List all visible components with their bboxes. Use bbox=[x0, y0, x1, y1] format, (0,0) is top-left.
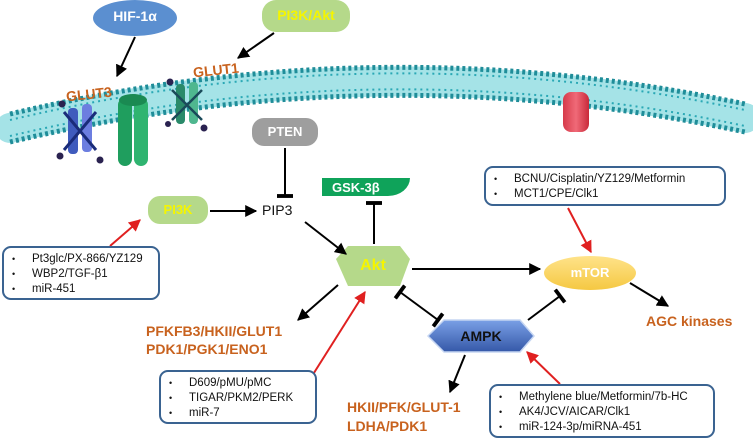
mtor-box-item-2: MCT1/CPE/Clk1 bbox=[494, 187, 716, 202]
ampk-targets-line-1: HKII/PFK/GLUT-1 bbox=[347, 399, 461, 415]
hif1a-label: HIF-1α bbox=[113, 8, 157, 24]
ampk-box-item-3: miR-124-3p/miRNA-451 bbox=[499, 420, 705, 435]
arrow-mtor-agc bbox=[629, 282, 670, 307]
akt-targets-line-1: PFKFB3/HKII/GLUT1 bbox=[146, 323, 283, 339]
pi3k-box-item-1: Pt3glc/PX-866/YZ129 bbox=[12, 252, 150, 267]
mtor-box-item-1: BCNU/Cisplatin/YZ129/Metformin bbox=[494, 172, 716, 187]
membrane-protein-green-icon bbox=[118, 94, 148, 166]
hif1a-node bbox=[93, 0, 177, 36]
pi3k-inhibitor-box: Pt3glc/PX-866/YZ129 WBP2/TGF-β1 miR-451 bbox=[2, 246, 160, 300]
akt-inhibitor-box: D609/pMU/pMC TIGAR/PKM2/PERK miR-7 bbox=[159, 370, 317, 424]
red-arrow-box-pi3k bbox=[109, 219, 141, 247]
pi3k-node bbox=[148, 196, 208, 224]
membrane-channel-red-icon bbox=[563, 92, 589, 132]
ampk-box-item-2: AK4/JCV/AICAR/Clk1 bbox=[499, 405, 705, 420]
pten-label: PTEN bbox=[267, 124, 303, 139]
ampk-modulator-box: Methylene blue/Metformin/7b-HC AK4/JCV/A… bbox=[489, 384, 715, 438]
akt-node bbox=[336, 246, 410, 286]
pi3k-akt-node bbox=[262, 0, 350, 32]
mtor-node bbox=[544, 256, 636, 290]
arrow-pip3-akt bbox=[304, 221, 347, 255]
akt-label: Akt bbox=[360, 257, 386, 274]
pten-node bbox=[252, 118, 318, 146]
pi3k-box-item-2: WBP2/TGF-β1 bbox=[12, 267, 150, 282]
ampk-box-item-1: Methylene blue/Metformin/7b-HC bbox=[499, 390, 705, 405]
ampk-label: AMPK bbox=[460, 328, 502, 344]
pi3k-akt-label: PI3K/Akt bbox=[277, 7, 335, 23]
gsk3b-node bbox=[322, 178, 410, 196]
pi3k-box-item-3: miR-451 bbox=[12, 282, 150, 297]
mtor-label: mTOR bbox=[570, 265, 610, 280]
arrow-pi3kakt-glut1 bbox=[237, 32, 275, 59]
akt-box-item-3: miR-7 bbox=[169, 406, 307, 421]
ampk-targets-line-2: LDHA/PDK1 bbox=[347, 418, 428, 434]
pip3-label: PIP3 bbox=[262, 202, 293, 218]
pi3k-label: PI3K bbox=[163, 202, 193, 217]
akt-box-item-2: TIGAR/PKM2/PERK bbox=[169, 391, 307, 406]
ampk-targets: HKII/PFK/GLUT-1 LDHA/PDK1 bbox=[347, 398, 461, 436]
mtor-inhibitor-box: BCNU/Cisplatin/YZ129/Metformin MCT1/CPE/… bbox=[484, 166, 726, 206]
red-arrow-box-akt bbox=[311, 290, 366, 377]
mutual-inhibit-akt-ampk bbox=[393, 284, 445, 328]
arrow-ampk-glycolysis-targets bbox=[448, 354, 466, 394]
akt-box-item-1: D609/pMU/pMC bbox=[169, 376, 307, 391]
agc-kinases-label: AGC kinases bbox=[646, 313, 733, 329]
glut1-transporter-icon bbox=[165, 78, 208, 132]
glut3-transporter-icon bbox=[56, 100, 104, 164]
akt-targets-line-2: PDK1/PGK1/ENO1 bbox=[146, 341, 268, 357]
arrow-hif1a-glut3 bbox=[116, 36, 136, 78]
red-arrow-box-mtor bbox=[567, 207, 592, 254]
red-arrow-box-ampk bbox=[526, 351, 561, 385]
cell-membrane bbox=[0, 64, 753, 145]
inhibit-ampk-mtor bbox=[527, 288, 567, 321]
arrow-akt-glycolysis-targets bbox=[297, 284, 339, 321]
gsk3b-label: GSK-3β bbox=[332, 180, 380, 195]
akt-targets: PFKFB3/HKII/GLUT1 PDK1/PGK1/ENO1 bbox=[146, 322, 282, 358]
